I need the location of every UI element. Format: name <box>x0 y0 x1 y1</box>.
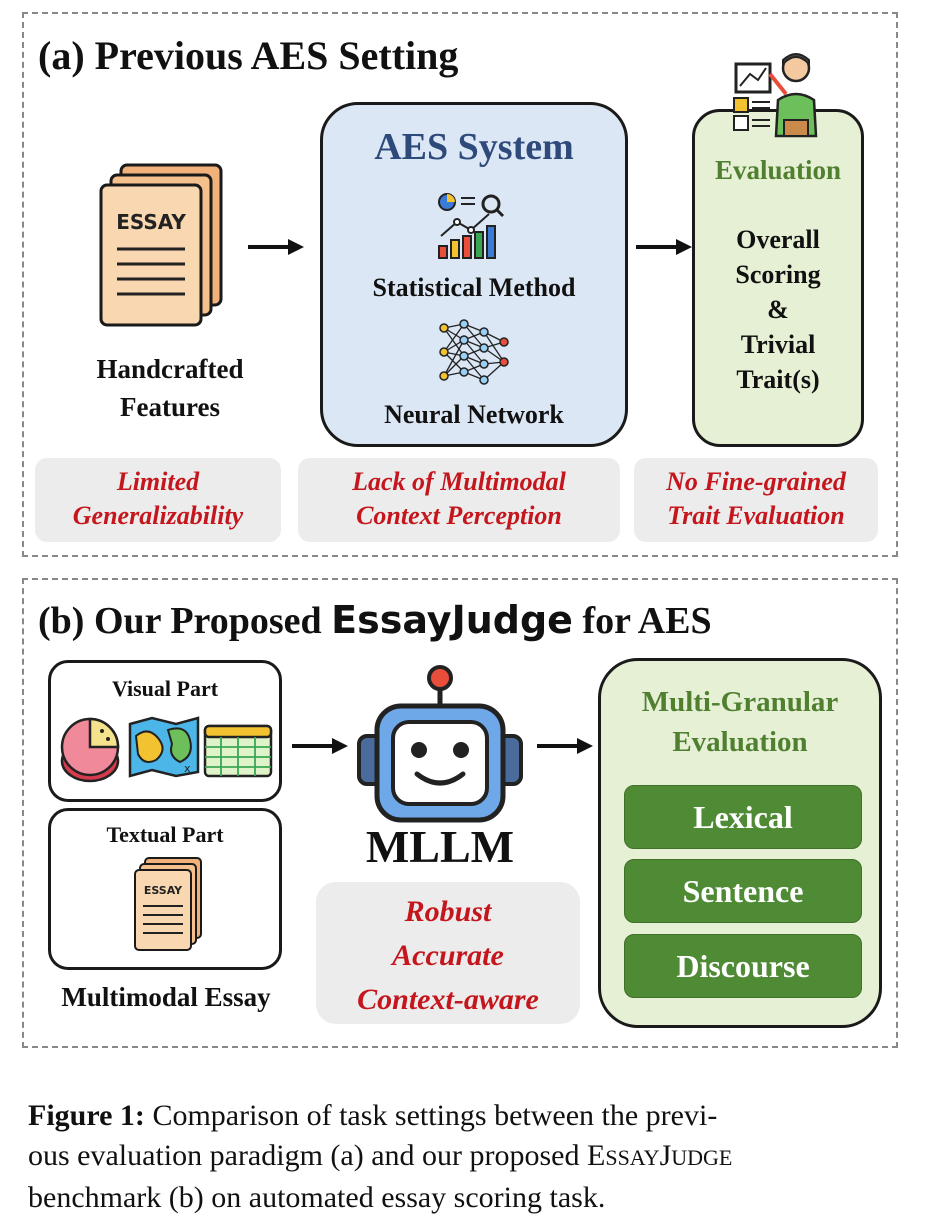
chart-analysis-icon <box>438 193 505 259</box>
panel-b <box>22 578 898 1048</box>
aes-system-title: AES System <box>374 126 574 168</box>
teacher-icon <box>733 53 818 138</box>
multi-granular-title: Multi-Granular Evaluation <box>641 686 839 758</box>
pie-chart-icon <box>60 717 120 783</box>
multimodal-essay-label: Multimodal Essay <box>61 982 271 1012</box>
visual-part-box <box>48 660 282 802</box>
model-properties: Robust Accurate Context-aware <box>316 890 580 1022</box>
limitation-1 <box>35 458 281 542</box>
essayjudge-brand: EssayJudge <box>331 598 573 642</box>
limitation-2 <box>298 458 620 542</box>
arrow-right-icon <box>537 738 593 754</box>
limitation-3 <box>634 458 878 542</box>
property-item: Robust <box>404 895 492 928</box>
essay-icon-text: ESSAY <box>144 884 183 897</box>
arrow-right-icon <box>292 738 348 754</box>
map-icon: x <box>128 716 200 778</box>
robot-icon <box>357 665 523 823</box>
panel-a-title: (a) Previous AES Setting <box>38 33 459 78</box>
level-discourse: Discourse <box>624 934 862 998</box>
textual-part-label: Textual Part <box>106 822 224 847</box>
essay-stack-icon: ESSAY <box>134 857 202 951</box>
limitation-1-text: Limited Generalizability <box>72 467 244 530</box>
evaluation-box <box>692 109 864 447</box>
limitation-3-text: No Fine-grained Trait Evaluation <box>666 467 846 530</box>
property-item: Context-aware <box>357 983 539 1016</box>
level-sentence: Sentence <box>624 859 862 923</box>
neural-network-icon <box>439 319 509 385</box>
limitation-2-text: Lack of Multimodal Context Perception <box>352 467 566 530</box>
evaluation-title: Evaluation <box>714 155 842 185</box>
arrow-right-icon <box>248 239 304 255</box>
arrow-right-icon <box>636 239 692 255</box>
essay-icon-text: ESSAY <box>116 210 186 234</box>
aes-system-box <box>320 102 628 447</box>
essay-stack-icon: ESSAY <box>99 163 223 327</box>
visual-part-label: Visual Part <box>111 676 219 701</box>
level-lexical: Lexical <box>624 785 862 849</box>
model-name: MLLM <box>365 821 515 872</box>
figure-caption: Figure 1: Comparison of task settings be… <box>28 1099 733 1214</box>
svg-text:x: x <box>184 762 191 775</box>
panel-a <box>22 12 898 557</box>
textual-part-box <box>48 808 282 970</box>
caption-label: Figure 1: <box>28 1099 145 1132</box>
input-label: Handcrafted Features <box>96 354 244 422</box>
property-item: Accurate <box>392 939 504 972</box>
method-statistical: Statistical Method <box>372 273 576 302</box>
method-neural: Neural Network <box>384 400 564 429</box>
evaluation-text: Overall Scoring & Trivial Trait(s) <box>735 225 821 394</box>
panel-b-title: (b) Our Proposed EssayJudge for AES <box>38 598 712 642</box>
model-properties-box <box>316 882 580 1024</box>
table-icon <box>203 724 273 778</box>
